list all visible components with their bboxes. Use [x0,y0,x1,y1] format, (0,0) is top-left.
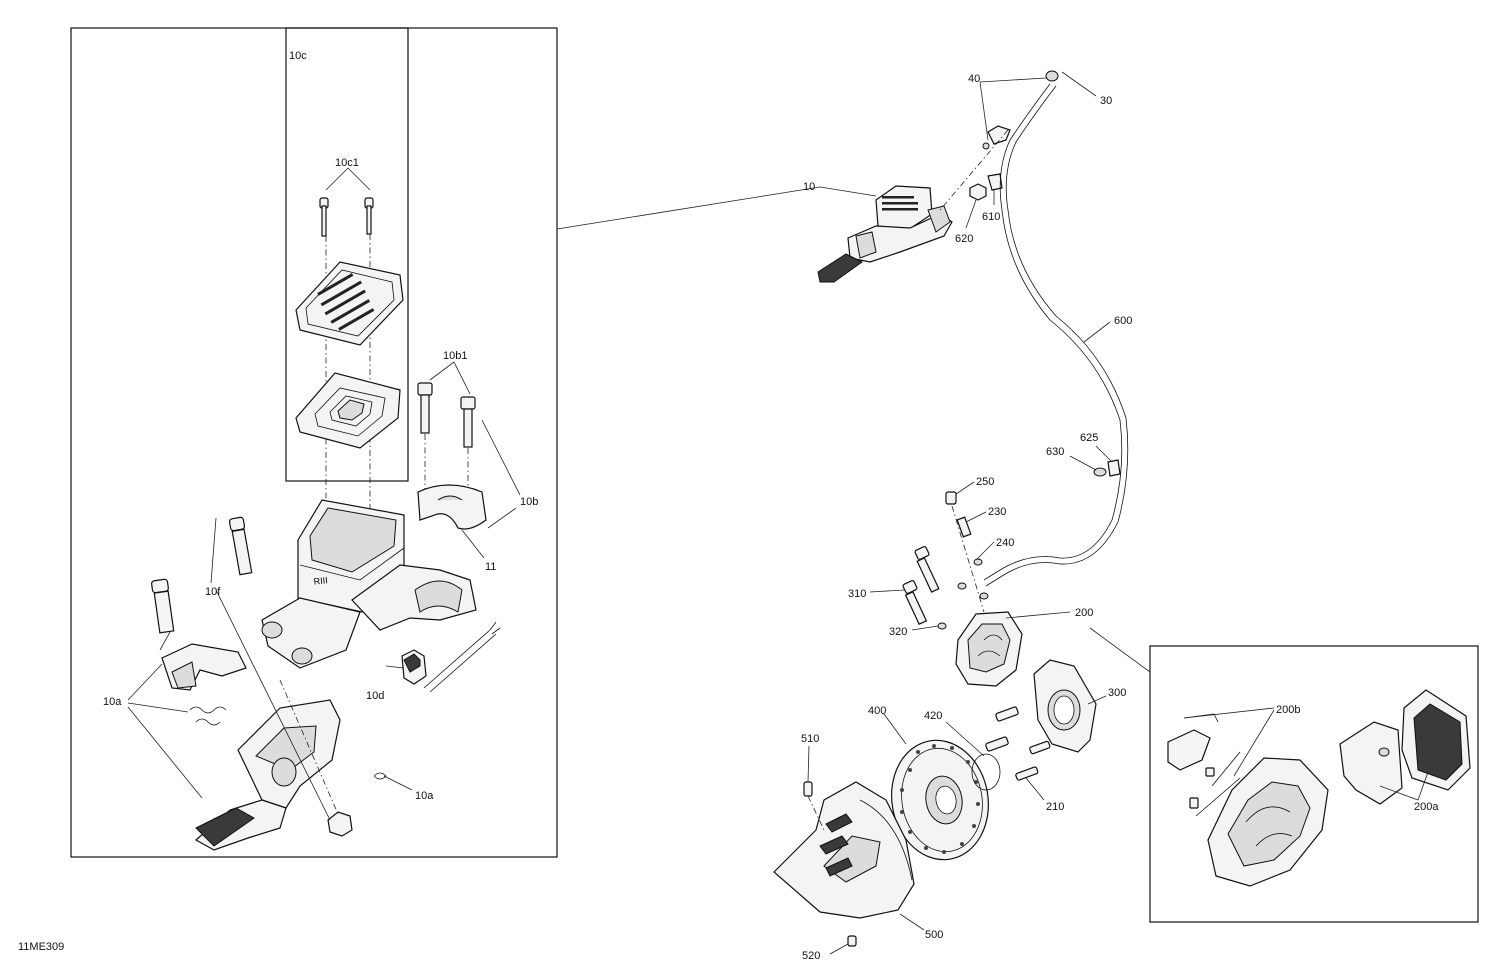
reservoir-cover-screws [319,197,374,237]
bracket-pins [985,706,1051,781]
guard-screw-lower [847,935,857,947]
callout-11: 11 [485,561,496,573]
callout-200b: 200b [1276,704,1300,716]
callout-10: 10 [803,181,815,193]
lever-spring [189,706,227,726]
master-cylinder-body: RIII [261,499,477,669]
disc-o-ring [971,753,1001,791]
caliper-bolt-washer [937,622,947,630]
callout-10a-right: 10a [415,790,434,802]
reservoir-cover [295,261,404,346]
callout-520: 520 [802,950,820,962]
caliper-bolts [902,545,940,625]
callout-10a-left: 10a [103,696,122,708]
callout-510: 510 [801,733,819,745]
callout-320: 320 [889,626,907,638]
svg-text:RIII: RIII [313,575,328,586]
guard-screw-upper [803,781,813,797]
callout-200a: 200a [1414,801,1439,813]
brake-lever [194,699,341,851]
hose-clip-lower [1093,459,1121,477]
caliper-fitting-washer [957,558,989,600]
clamp-bolts [417,382,476,448]
brake-pad [1401,689,1471,791]
bleeder-cap [945,491,957,505]
callout-200: 200 [1075,607,1093,619]
master-cylinder-installed [817,185,953,283]
lever-pivot-pin [228,516,253,576]
caliper-detail-body [1207,757,1329,887]
handlebar-clamp [417,484,487,530]
lever-clip [373,772,387,780]
bleeder-screw [956,516,972,538]
callout-10c: 10c [289,50,307,62]
lever-adjuster [161,643,247,691]
callout-230: 230 [988,506,1006,518]
callout-250: 250 [976,476,994,488]
lever-nut [327,811,353,837]
callout-10c1: 10c1 [335,157,359,169]
callout-10d: 10d [366,690,384,702]
callout-10b: 10b [520,496,538,508]
reservoir-diaphragm [295,372,401,449]
callout-600: 600 [1114,315,1132,327]
brake-pad-shim [1339,721,1403,805]
callout-30: 30 [1100,95,1112,107]
callout-10f: 10f [205,586,221,598]
caliper-bracket [1033,659,1097,753]
callout-10b1: 10b1 [443,350,467,362]
callout-40: 40 [968,73,980,85]
brake-disc [890,739,990,861]
callout-400: 400 [868,705,886,717]
brake-caliper [955,611,1023,687]
callout-625: 625 [1080,432,1098,444]
disc-guard [773,781,915,919]
banjo-nut [969,183,987,201]
hose-clip-upper [987,173,1003,191]
lever-screw [151,578,175,634]
callout-500: 500 [925,929,943,941]
reservoir-cover-detail-frame [285,27,409,482]
callout-300: 300 [1108,687,1126,699]
caliper-detail-frame [1149,645,1479,923]
brake-hose [983,83,1129,587]
callout-620: 620 [955,233,973,245]
caliper-detail-pin-parts [1167,713,1241,817]
callout-420: 420 [924,710,942,722]
brake-light-switch [401,621,501,693]
callout-630: 630 [1046,446,1064,458]
callout-310: 310 [848,588,866,600]
banjo-fitting [982,70,1059,150]
callout-610: 610 [982,211,1000,223]
callout-210: 210 [1046,801,1064,813]
callout-240: 240 [996,537,1014,549]
diagram-id: 11ME309 [18,941,64,953]
